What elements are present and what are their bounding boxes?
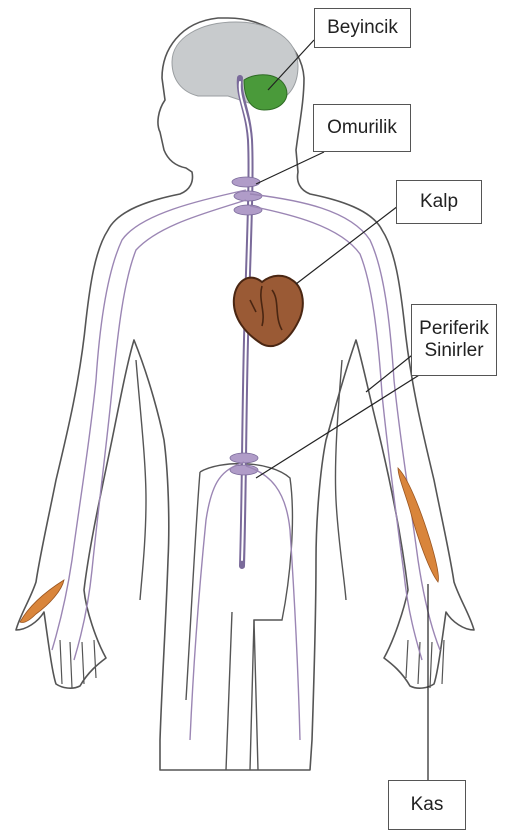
label-periferik-line2: Sinirler [424, 340, 483, 362]
label-kalp-text: Kalp [420, 191, 458, 213]
left-arm-inner [136, 360, 146, 600]
label-omurilik-text: Omurilik [327, 117, 397, 139]
label-periferik-sinirler: Periferik Sinirler [411, 304, 497, 376]
label-omurilik: Omurilik [313, 104, 411, 152]
right-arm-inner [335, 360, 346, 600]
label-beyincik: Beyincik [314, 8, 411, 48]
label-kalp: Kalp [396, 180, 482, 224]
label-kas: Kas [388, 780, 466, 830]
cerebellum [244, 75, 287, 110]
label-periferik-line1: Periferik [419, 318, 489, 340]
label-beyincik-text: Beyincik [327, 17, 398, 39]
label-kas-text: Kas [411, 794, 444, 816]
